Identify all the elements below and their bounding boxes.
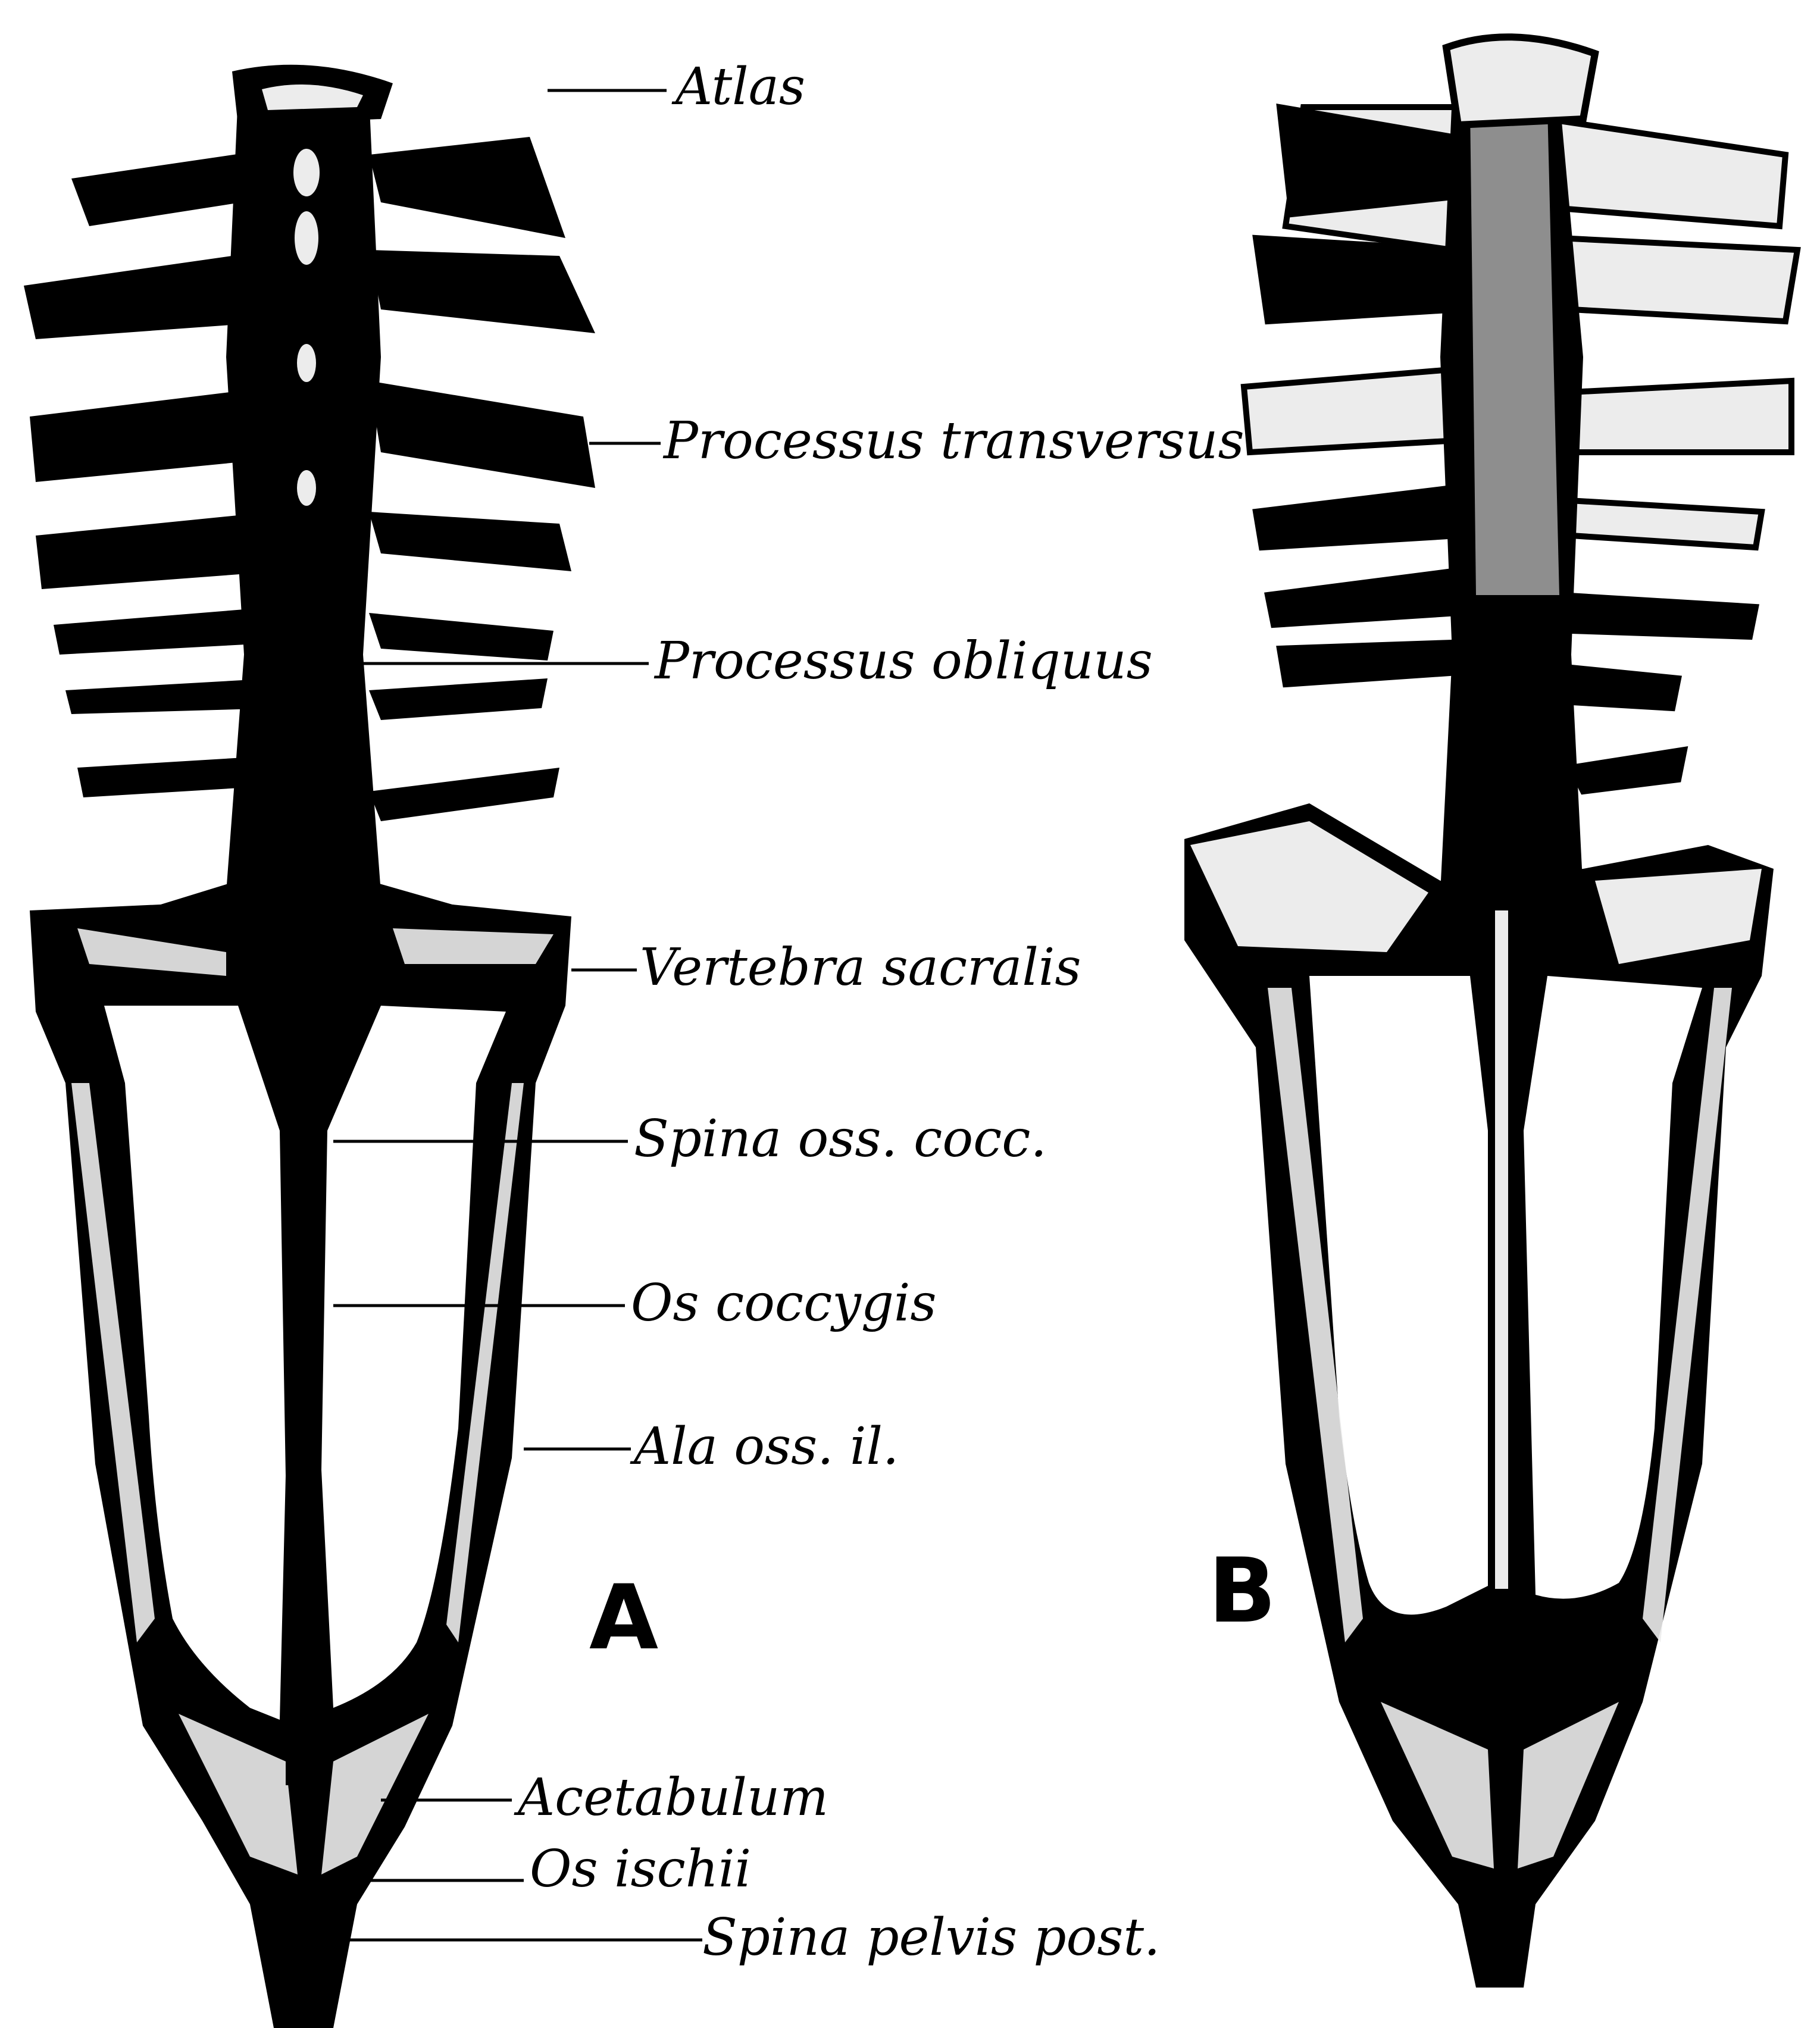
label-os-coccygis: Os coccygis [631,1273,937,1333]
skeleton-a [24,65,595,2028]
label-atlas: Atlas [671,57,805,117]
label-processus-transversus: Processus transversus [662,411,1244,471]
label-spina-pelvis-post: Spina pelvis post. [702,1908,1160,1967]
label-ala-oss-il: Ala oss. il. [630,1417,899,1476]
label-processus-obliquus: Processus obliquus [653,631,1153,691]
skeleton-b [1184,37,1797,1988]
label-texts: Atlas Processus transversus Processus ob… [514,57,1244,1967]
panel-letter-a: A [589,1566,658,1670]
label-acetabulum: Acetabulum [514,1768,828,1827]
panel-letter-b: B [1208,1539,1276,1643]
atlas-b [1446,37,1595,125]
os-coccygis-a [286,1012,321,1785]
label-spina-oss-cocc: Spina oss. cocc. [634,1109,1047,1169]
label-os-ischii: Os ischii [530,1839,751,1899]
label-vertebra-sacralis: Vertebra sacralis [640,938,1081,997]
